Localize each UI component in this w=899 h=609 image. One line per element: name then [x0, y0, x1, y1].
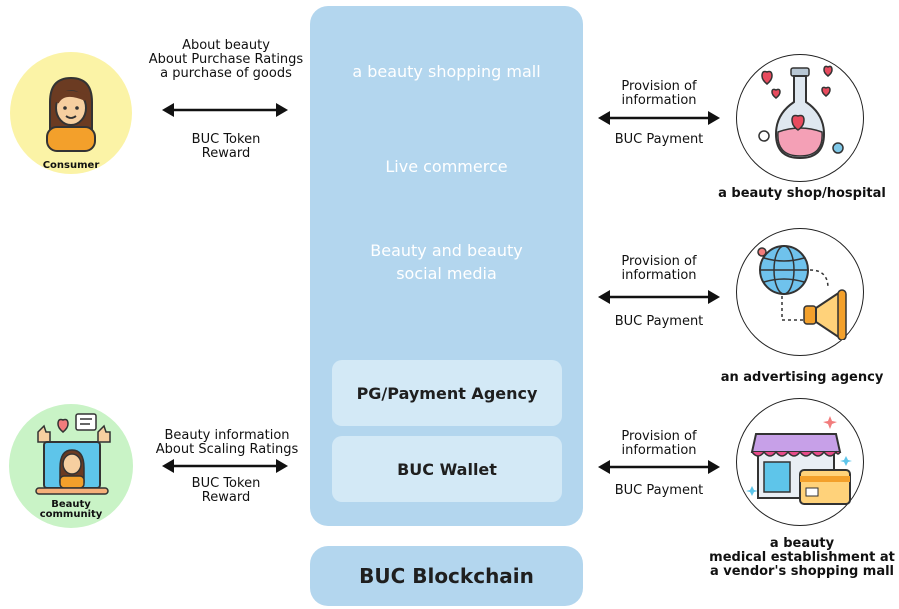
platform-item-social-media-line-1: Beauty and beauty [370, 241, 523, 260]
partner-3-caption-line-3: a vendor's shopping mall [709, 564, 895, 579]
partner-2-top-line-1: Provision of [621, 254, 697, 269]
consumer-top-line-1: About beauty [182, 38, 270, 53]
pg-payment-agency-box: PG/Payment Agency [332, 360, 562, 426]
partner-3-top-line-1: Provision of [621, 429, 697, 444]
community-double-arrow [162, 459, 288, 473]
partner-3-caption-line-1: a beauty [769, 536, 835, 551]
partner-2-top-line-2: information [621, 268, 697, 283]
partner-1-double-arrow [598, 111, 720, 125]
community-label-line-1: Beauty [51, 499, 91, 510]
consumer-label: Consumer [42, 160, 100, 171]
platform-item-social-media-line-2: social media [396, 264, 497, 283]
community-top-line-2: About Scaling Ratings [155, 442, 299, 457]
partner-3-top-line-2: information [621, 443, 697, 458]
platform-item-shopping-mall: a beauty shopping mall [352, 62, 541, 81]
community-label-line-2: community [39, 509, 103, 520]
community-laptop-icon [35, 413, 111, 495]
partner-2-caption: an advertising agency [720, 370, 884, 385]
consumer-bottom-line-2: Reward [201, 146, 251, 161]
community-top-line-1: Beauty information [164, 428, 290, 443]
community-bottom-line-2: Reward [201, 490, 251, 505]
buc-wallet-box: BUC Wallet [332, 436, 562, 502]
partner-3-bottom-text: BUC Payment [614, 483, 704, 498]
partner-2-bottom-text: BUC Payment [614, 314, 704, 329]
globe-megaphone-icon [757, 245, 847, 340]
buc-blockchain-box: BUC Blockchain [310, 546, 583, 606]
storefront-card-icon [746, 416, 852, 505]
partner-3-double-arrow [598, 460, 720, 474]
platform-item-live-commerce: Live commerce [385, 157, 508, 176]
partner-2-double-arrow [598, 290, 720, 304]
partner-3-caption-line-2: medical establishment at [709, 550, 895, 565]
partner-1-top-line-1: Provision of [621, 79, 697, 94]
consumer-double-arrow [162, 103, 288, 117]
woman-avatar-icon [46, 76, 96, 152]
consumer-top-line-3: a purchase of goods [160, 66, 292, 81]
partner-1-bottom-text: BUC Payment [614, 132, 704, 147]
community-bottom-line-1: BUC Token [191, 476, 261, 491]
partner-1-caption: a beauty shop/hospital [718, 186, 886, 201]
partner-1-top-line-2: information [621, 93, 697, 108]
consumer-top-line-2: About Purchase Ratings [148, 52, 304, 67]
consumer-bottom-line-1: BUC Token [191, 132, 261, 147]
potion-flask-icon [758, 65, 844, 160]
